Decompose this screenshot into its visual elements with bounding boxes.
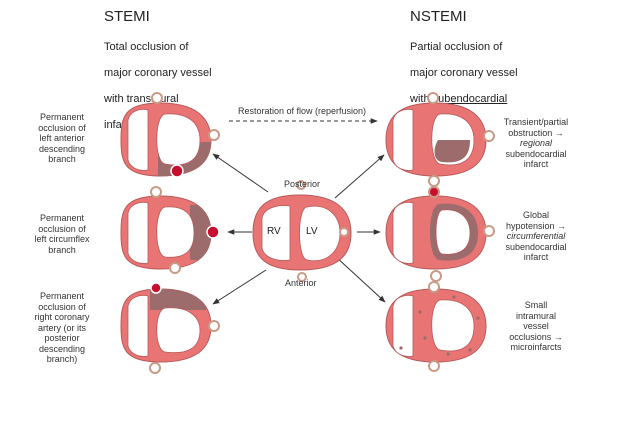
heart-regional-subendocardial [385,92,495,187]
label-line: vessel [523,321,549,331]
label-text: occlusions [509,331,552,342]
label-line: Global [522,210,549,220]
nstemi-desc-line: major coronary vessel [410,67,518,79]
label-line: Transient/partial [503,117,569,127]
heart-lcx-occlusion [120,186,220,274]
arrow-right-icon: → [554,127,564,138]
label-text: hypotension [505,220,555,231]
heart-circumferential-subendocardial [385,186,495,282]
heart-rca-occlusion [120,282,220,374]
right-label-regional: Transient/partial obstruction → regional… [498,117,574,170]
anterior-label: Anterior [285,278,317,288]
label-line: subendocardial [505,241,567,252]
nstemi-desc-line: with subendocardial [410,93,518,106]
left-label-lad: Permanent occlusion of left anterior des… [38,112,86,164]
label-line: regional [519,138,553,148]
label-line: intramural [515,310,556,321]
label-line: microinfarcts [510,342,562,352]
arrow-right-icon: → [553,331,563,342]
stemi-title: STEMI [104,8,150,25]
label-line: subendocardial [505,148,567,159]
right-label-circumferential: Global hypotension → circumferential sub… [498,210,574,263]
right-label-micro: Small intramural vessel occlusions → mic… [498,300,574,353]
label-line: Small [524,300,548,310]
arrow-right-icon: → [557,220,567,231]
lv-label: LV [306,226,318,237]
stemi-desc-line: Total occlusion of [104,41,189,53]
heart-lad-occlusion [120,92,220,178]
label-line: infarct [523,252,549,262]
nstemi-desc-underlined: subendocardial [432,93,508,105]
vessel-dot [296,180,306,190]
reperfusion-label: Restoration of flow (reperfusion) [238,106,367,116]
left-label-lcx: Permanent occlusion of left circumflex b… [34,213,90,255]
nstemi-title: NSTEMI [410,8,467,25]
arrow-to-regional [334,154,385,199]
nstemi-desc-prefix: with [410,93,433,105]
arrow-to-rca [212,269,267,305]
label-text: obstruction [508,127,553,138]
label-line: obstruction → [498,128,574,139]
label-line: occlusions → [498,332,574,343]
nstemi-desc-line: Partial occlusion of [410,41,503,53]
arrow-to-lad [212,153,269,193]
label-line: hypotension → [498,221,574,232]
stemi-desc-line: major coronary vessel [104,67,212,79]
center-heart [252,180,352,282]
heart-microinfarcts [385,281,487,372]
label-line: circumferential [506,231,566,241]
left-label-rca: Permanent occlusion of right coronary ar… [34,291,90,364]
label-line: infarct [523,159,549,169]
posterior-label: Posterior [284,179,321,189]
arrow-to-micro [334,255,386,303]
rv-label: RV [267,226,281,237]
